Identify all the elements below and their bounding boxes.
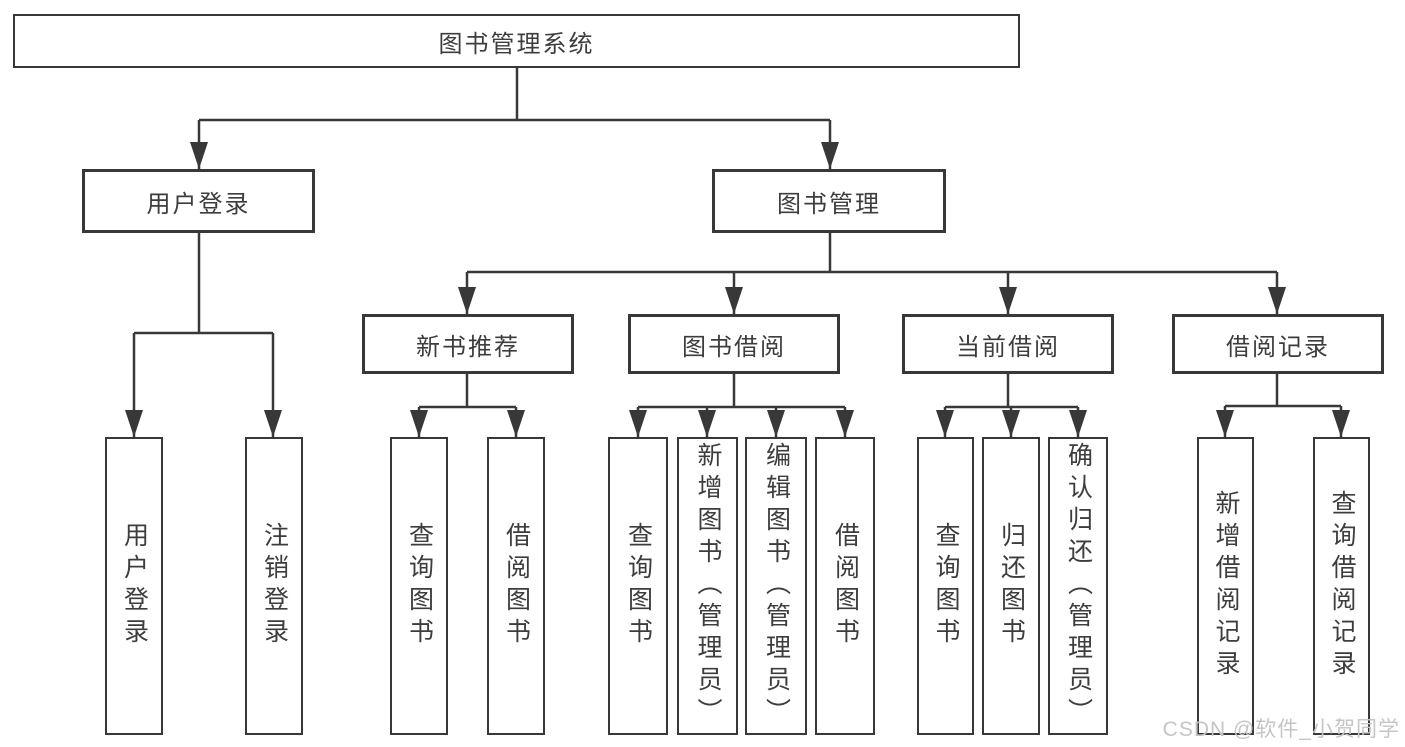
connector-tree-lines: [132, 68, 1343, 437]
leaf-user-login: 用户登录: [105, 437, 163, 735]
leaf-confirm-return-admin: 确认归还（管理员）: [1048, 437, 1108, 735]
leaf-edit-books-admin: 编辑图书（管理员）: [745, 437, 807, 735]
leaf-query-books-current: 查询图书: [917, 437, 974, 735]
node-new-book-recommendation: 新书推荐: [362, 314, 574, 374]
arrowheads: [125, 142, 1350, 437]
leaf-borrow-books: 借阅图书: [815, 437, 875, 735]
node-library-management-system: 图书管理系统: [13, 14, 1020, 68]
leaf-query-books-borrow: 查询图书: [608, 437, 668, 735]
node-user-login: 用户登录: [82, 169, 315, 233]
leaf-query-books-recommend: 查询图书: [390, 437, 448, 735]
leaf-logout: 注销登录: [245, 437, 303, 735]
leaf-add-borrow-record: 新增借阅记录: [1197, 437, 1254, 735]
leaf-return-books: 归还图书: [982, 437, 1040, 735]
csdn-watermark: CSDN @软件_小贺同学: [1162, 718, 1400, 741]
node-current-borrowing: 当前借阅: [902, 314, 1114, 374]
node-borrowing-records: 借阅记录: [1172, 314, 1384, 374]
node-book-borrowing: 图书借阅: [628, 314, 840, 374]
leaf-borrow-books-recommend: 借阅图书: [487, 437, 545, 735]
leaf-add-books-admin: 新增图书（管理员）: [677, 437, 738, 735]
leaf-query-borrow-record: 查询借阅记录: [1313, 437, 1370, 735]
node-book-management: 图书管理: [712, 169, 946, 233]
